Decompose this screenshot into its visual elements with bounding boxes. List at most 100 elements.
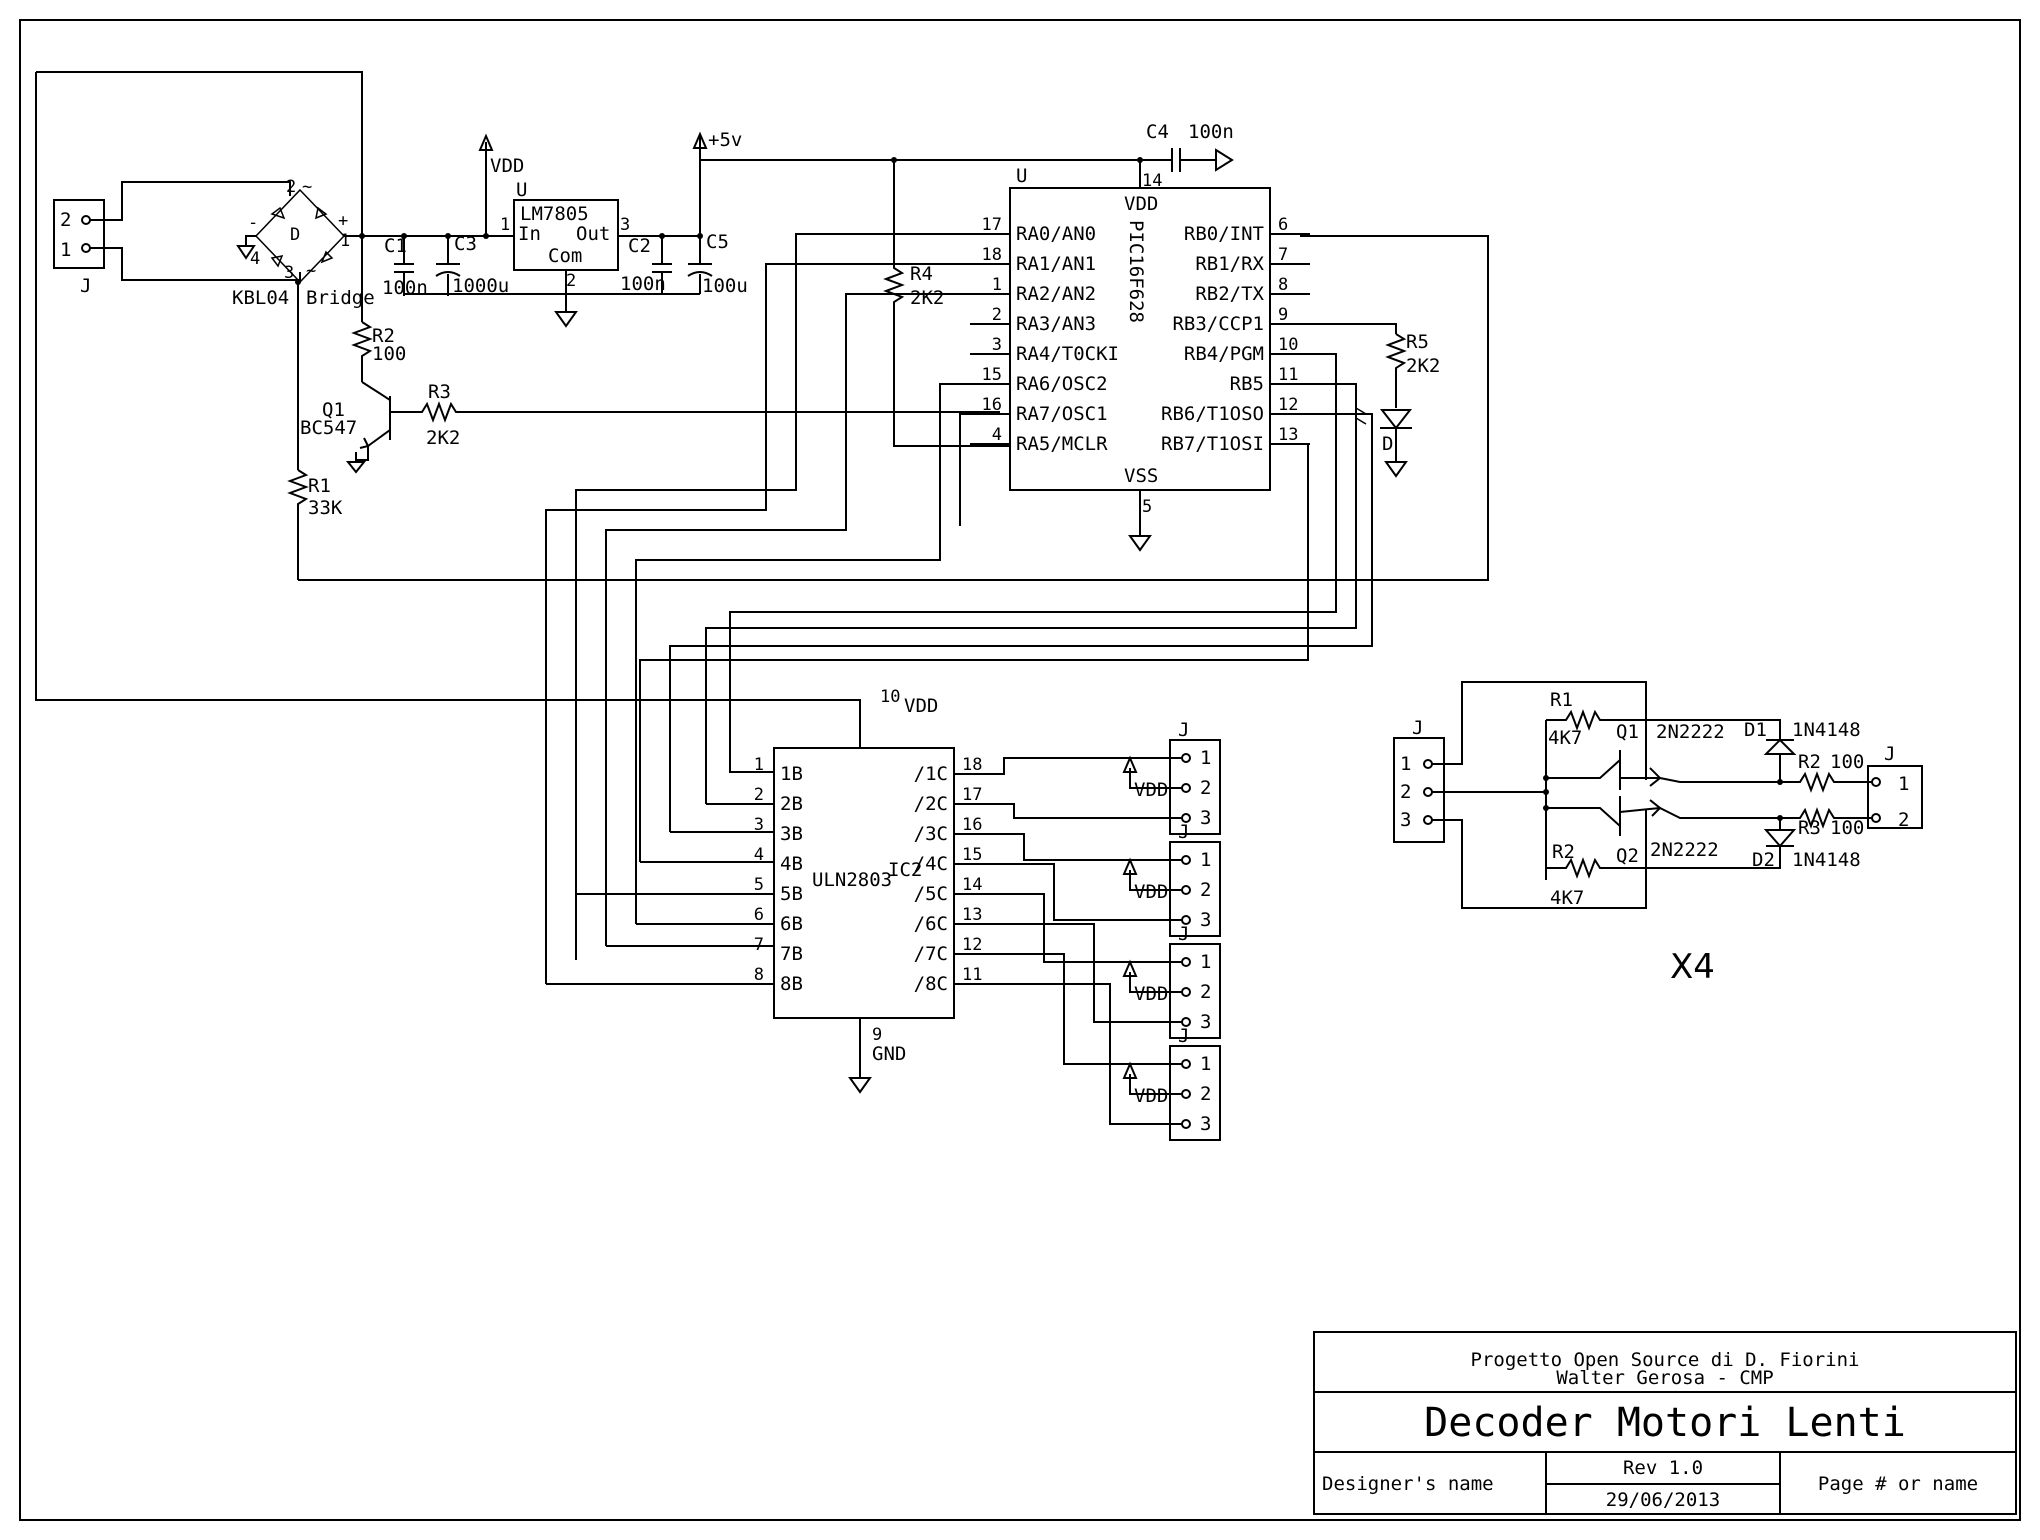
connector-pin bbox=[1181, 1089, 1191, 1099]
vdd-wire bbox=[1129, 972, 1182, 993]
pin-label: 1 bbox=[1200, 747, 1211, 769]
component-ref: U bbox=[1016, 165, 1027, 187]
component-value: 100 bbox=[1830, 751, 1864, 773]
component-value: 1000u bbox=[452, 275, 509, 297]
component-ref: R5 bbox=[1406, 331, 1429, 353]
motor-wire bbox=[994, 953, 1182, 1065]
vdd-arrow bbox=[1122, 959, 1138, 977]
component-ref: R4 bbox=[910, 263, 933, 285]
pin-label: 2 bbox=[1898, 809, 1909, 831]
plus5-label: +5v bbox=[708, 129, 742, 151]
designer-label: Designer's name bbox=[1322, 1473, 1494, 1495]
mcu-vss: VSS bbox=[1124, 465, 1158, 487]
component-ref: C3 bbox=[454, 233, 477, 255]
project-line2: Walter Gerosa - CMP bbox=[1556, 1367, 1773, 1389]
pin-label: 3 bbox=[284, 263, 294, 283]
driver-pin-name: 8B bbox=[780, 973, 803, 995]
mcu-pin-number: 7 bbox=[1278, 245, 1288, 265]
pin-label: 1 bbox=[1200, 951, 1211, 973]
pin-label: 2 bbox=[1200, 981, 1211, 1003]
component-value: 2K2 bbox=[910, 287, 944, 309]
date: 29/06/2013 bbox=[1606, 1489, 1720, 1511]
pin-number: 3 bbox=[620, 215, 630, 235]
pin-label: 2 bbox=[286, 177, 296, 197]
component-ref: Q1 bbox=[322, 399, 345, 421]
pin-label: 3 bbox=[1200, 909, 1211, 931]
component-ref: D1 bbox=[1744, 719, 1767, 741]
component-ref: Q1 bbox=[1616, 721, 1639, 743]
bridge-part: KBL04 bbox=[232, 287, 289, 309]
connector-pin bbox=[1181, 783, 1191, 793]
pin-name: In bbox=[518, 223, 541, 245]
mcu-pin-name: RB6/T1OSO bbox=[1161, 403, 1264, 425]
capacitor-c3: C3 1000u bbox=[435, 233, 509, 297]
motor-wire bbox=[994, 757, 1182, 775]
svg-text:~: ~ bbox=[306, 261, 316, 281]
connector-ref: J bbox=[1178, 923, 1189, 945]
component-value: 100n bbox=[382, 277, 428, 299]
driver-pin-name: /8C bbox=[914, 973, 948, 995]
connector-ref: J bbox=[1178, 821, 1189, 843]
bridge-ref: D bbox=[290, 225, 300, 245]
driver-pin-name: 4B bbox=[780, 853, 803, 875]
driver-pin-name: /4C bbox=[914, 853, 948, 875]
motor-wire bbox=[994, 863, 1182, 921]
resistor-r3: R3 2K2 bbox=[390, 381, 1000, 449]
connector-pin bbox=[1181, 885, 1191, 895]
pin-label: 2 bbox=[1400, 781, 1411, 803]
pin-name: Com bbox=[548, 245, 582, 267]
pin-label: 2 bbox=[1200, 1083, 1211, 1105]
pin-label: 4 bbox=[250, 249, 260, 269]
component-ref: C1 bbox=[384, 235, 407, 257]
regulator-lm7805: U LM7805 In Out Com 1 2 3 bbox=[500, 179, 630, 291]
svg-text:-: - bbox=[248, 213, 258, 233]
component-ref: R1 bbox=[308, 475, 331, 497]
driver-pin-number: 5 bbox=[754, 875, 764, 895]
component-ref: Q2 bbox=[1616, 845, 1639, 867]
mcu-pin-number: 4 bbox=[992, 425, 1002, 445]
power-input-connector: 2 1 J bbox=[53, 199, 105, 297]
bridge-type: Bridge bbox=[306, 287, 375, 309]
component-part: BC547 bbox=[300, 417, 357, 439]
connector-pin bbox=[1181, 753, 1191, 763]
mcu-pin-name: RB5 bbox=[1230, 373, 1264, 395]
driver-pin-number: 15 bbox=[962, 845, 982, 865]
driver-pin-number: 3 bbox=[754, 815, 764, 835]
driver-pin-number: 12 bbox=[962, 935, 982, 955]
driver-vdd: VDD bbox=[904, 695, 938, 717]
pin-label: 1 bbox=[340, 231, 350, 251]
svg-text:+: + bbox=[338, 211, 348, 231]
driver-gnd: GND bbox=[872, 1043, 906, 1065]
pin-label: 3 bbox=[1200, 1011, 1211, 1033]
mcu-pin-name: RB1/RX bbox=[1195, 253, 1264, 275]
driver-pin-number: 13 bbox=[962, 905, 982, 925]
motor-wire bbox=[994, 923, 1182, 1023]
mcu-pin-number: 12 bbox=[1278, 395, 1298, 415]
resistor-r2: R2 100 bbox=[351, 321, 406, 382]
mcu-pin-name: RA0/AN0 bbox=[1016, 223, 1096, 245]
mcu-pin-number: 3 bbox=[992, 335, 1002, 355]
led-d: D bbox=[1355, 407, 1413, 478]
output-connector-body bbox=[1867, 765, 1923, 829]
transistor-q1: Q1 BC547 bbox=[300, 381, 391, 474]
component-ref: IC2 bbox=[888, 859, 922, 881]
connector-ref: J bbox=[80, 275, 91, 297]
output-stage: J 1 2 3 R1 4K7 R2 4K7 Q1 2N2222 Q2 2N222… bbox=[1393, 681, 1923, 987]
driver-pin-name: 5B bbox=[780, 883, 803, 905]
driver-pin-name: 6B bbox=[780, 913, 803, 935]
connector-ref: J bbox=[1412, 717, 1423, 739]
motor-wire bbox=[994, 803, 1182, 819]
component-ref: C5 bbox=[706, 231, 729, 253]
capacitor-c1: C1 100n bbox=[382, 235, 428, 299]
component-ref: R2 bbox=[1798, 751, 1821, 773]
pin-number: 14 bbox=[1142, 171, 1162, 191]
component-ref: R3 bbox=[1798, 817, 1821, 839]
component-ref: R3 bbox=[428, 381, 451, 403]
pin-label: 2 bbox=[1200, 879, 1211, 901]
driver-pin-number: 8 bbox=[754, 965, 764, 985]
mcu-pin-name: RB0/INT bbox=[1184, 223, 1264, 245]
vdd-label: VDD bbox=[1134, 983, 1168, 1005]
connector-pin bbox=[1181, 957, 1191, 967]
mcu-pin-name: RA5/MCLR bbox=[1016, 433, 1108, 455]
